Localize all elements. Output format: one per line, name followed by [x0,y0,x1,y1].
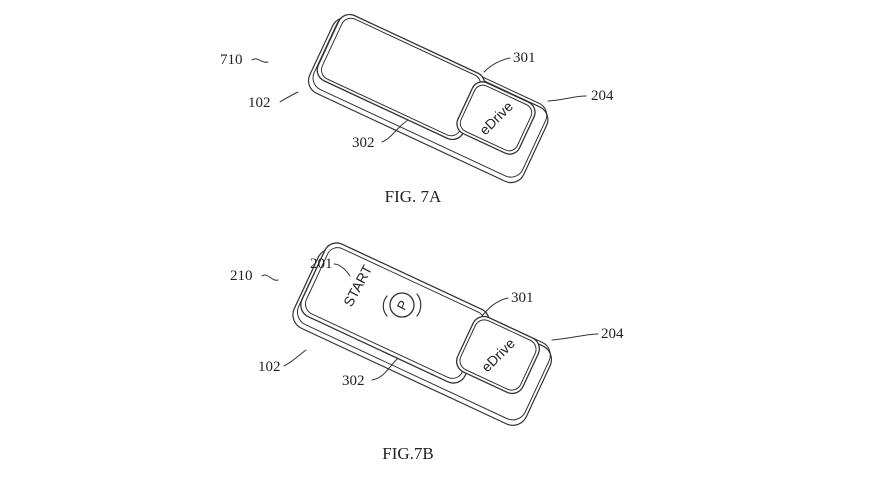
fig7b-label-302: 302 [342,373,365,389]
fig7a-caption: FIG. 7A [385,187,442,206]
fig7b-leader-204 [551,333,599,341]
fig7a-label-302: 302 [352,135,375,151]
fig7b-label-204: 204 [601,326,624,342]
fig7b-leader-201 [333,263,351,277]
fig7a-label-301: 301 [513,50,536,66]
fig7b-label-301: 301 [511,290,534,306]
fig7a-leader-102 [279,91,299,103]
fig7a-leader-710 [251,58,269,63]
figure-7b: START P eDrive 210 201 102 302 301 204 F… [230,242,624,463]
fig7b-caption: FIG.7B [382,444,433,463]
fig7b-label-210: 210 [230,268,253,284]
fig7b-leader-302 [371,357,399,381]
fig7a-leader-301 [483,57,511,73]
fig7b-edrive-button-204: eDrive [455,315,541,395]
fig7a-label-204: 204 [591,88,614,104]
fig7b-leader-301 [481,297,509,317]
fig7a-label-102: 102 [248,95,271,111]
fig7b-leader-102 [283,349,307,367]
fig7a-leader-204 [547,95,587,102]
fig7a-edrive-button-204: eDrive [456,81,536,155]
fig7b-label-102: 102 [258,359,281,375]
fig7b-label-201: 201 [310,256,333,272]
fig7a-label-710: 710 [220,52,243,68]
fig7b-leader-210 [261,274,279,281]
fig7a-leader-302 [381,119,409,143]
figure-7a: eDrive 710 102 302 301 204 FIG. 7A [220,13,614,206]
